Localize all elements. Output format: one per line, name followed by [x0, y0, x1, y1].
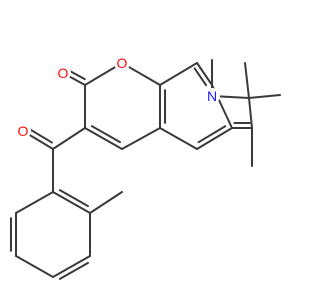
aryl-bond-3 — [52, 255, 91, 278]
bond-layer — [10, 59, 281, 280]
ketone-double-bond-inner — [28, 127, 53, 144]
gem-methyl-bond-a — [244, 62, 250, 99]
ring-oxygen-atom: O — [114, 55, 130, 71]
ring-nitrogen-atom: N — [204, 88, 220, 104]
aryl-bond-4 — [15, 255, 54, 278]
molecule-structure-drawing: O O N O — [10, 55, 281, 280]
aryl-bond-1-inner — [58, 189, 90, 208]
carbonyl-oxygen-atom: O — [55, 65, 71, 81]
bond-c3-ketone — [52, 127, 86, 150]
ring-oxygen-label: O — [117, 55, 128, 71]
aryl-bond-6 — [15, 191, 54, 214]
bond-c3-c4 — [84, 127, 123, 150]
bond-c5a-c5-inner — [197, 125, 227, 144]
atom-label-layer: O O N O — [15, 55, 220, 139]
bond-c7-c6 — [248, 97, 253, 129]
bond-c5-c4a — [159, 127, 198, 150]
ketone-oxygen-label: O — [18, 123, 29, 139]
bond-c9-c9a-inner — [193, 67, 208, 87]
bond-c8a-c9 — [159, 62, 198, 86]
aryl-bond-1 — [52, 191, 91, 214]
bond-c3-c4-inner — [90, 125, 122, 144]
ketone-oxygen-atom: O — [15, 123, 31, 139]
carbonyl-oxygen-label: O — [58, 65, 69, 81]
bond-c9-c9a — [196, 62, 213, 86]
aryl-bond-3-inner — [58, 261, 90, 280]
gem-methyl-bond-b — [248, 94, 281, 99]
aryl-methyl-bond — [89, 191, 123, 214]
ring-nitrogen-label: N — [207, 88, 217, 104]
bond-c4-c4a — [121, 127, 161, 150]
bond-c5a-c5 — [196, 127, 233, 150]
